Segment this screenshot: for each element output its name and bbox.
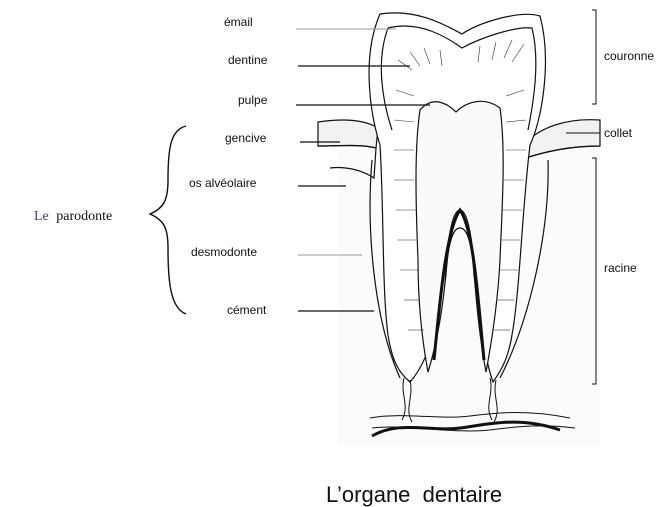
label-pulpe: pulpe — [238, 93, 268, 107]
label-cement: cément — [227, 303, 267, 317]
label-collet: collet — [604, 126, 633, 140]
parodonte-group: Le parodonte — [34, 126, 186, 314]
couronne-bracket — [592, 10, 596, 104]
gum-left — [318, 120, 378, 148]
parodonte-prefix: Le — [34, 209, 49, 224]
parodonte-brace — [150, 126, 186, 314]
parodonte-label: Le parodonte — [34, 209, 112, 224]
label-racine: racine — [604, 261, 637, 275]
label-couronne: couronne — [604, 49, 654, 63]
label-gencive: gencive — [225, 131, 267, 145]
label-email: émail — [224, 15, 253, 29]
parodonte-word: parodonte — [56, 209, 112, 224]
tooth-illustration — [318, 13, 600, 445]
label-dentine: dentine — [228, 53, 268, 67]
diagram-caption: L’organe dentaire — [326, 482, 502, 507]
label-desmodonte: desmodonte — [191, 245, 257, 259]
label-os-alveolaire: os alvéolaire — [189, 176, 257, 190]
